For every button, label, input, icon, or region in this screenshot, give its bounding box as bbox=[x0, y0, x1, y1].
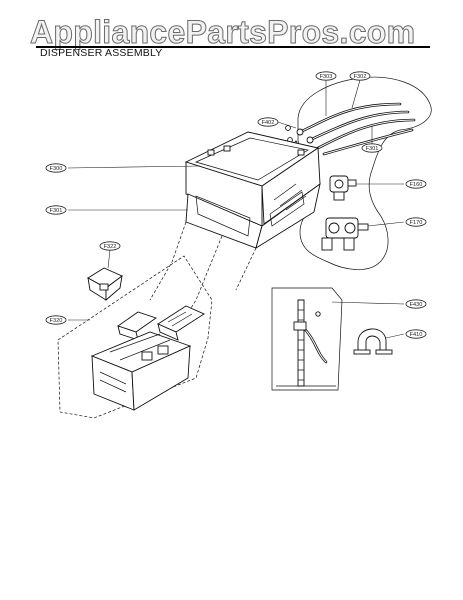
callout-f160: F160 bbox=[405, 179, 427, 189]
callout-label: F322 bbox=[104, 244, 117, 250]
callout-f322: F322 bbox=[99, 241, 121, 251]
callout-oval bbox=[405, 179, 427, 189]
callout-f301b: F301 bbox=[45, 205, 67, 215]
callout-oval bbox=[405, 329, 427, 339]
callout-f302: F302 bbox=[349, 71, 371, 81]
callout-label: F430 bbox=[410, 302, 423, 308]
title-rule bbox=[36, 46, 430, 48]
detergent-cap bbox=[87, 267, 123, 301]
callout-oval bbox=[361, 143, 383, 153]
watermark-text: AppliancePartsPros.com bbox=[29, 14, 416, 51]
callout-label: F402 bbox=[262, 120, 275, 126]
callout-label: F303 bbox=[320, 74, 333, 80]
callout-f410: F410 bbox=[405, 329, 427, 339]
callout-f402: F402 bbox=[257, 117, 279, 127]
callout-label: F301 bbox=[366, 146, 379, 152]
callout-label: F302 bbox=[354, 74, 367, 80]
callout-label: F300 bbox=[50, 166, 63, 172]
water-valve-upper bbox=[329, 175, 357, 201]
callout-oval bbox=[405, 299, 427, 309]
callout-oval bbox=[45, 315, 67, 325]
callout-oval bbox=[257, 117, 279, 127]
drain-hose-guide bbox=[293, 299, 328, 387]
callout-oval bbox=[99, 241, 121, 251]
callout-oval bbox=[405, 217, 427, 227]
dispenser-housing bbox=[184, 131, 321, 249]
callout-label: F160 bbox=[410, 182, 423, 188]
callout-label: F170 bbox=[410, 220, 423, 226]
dispenser-drawer bbox=[90, 331, 192, 411]
leader-lines bbox=[67, 79, 405, 339]
callout-f301: F301 bbox=[361, 143, 383, 153]
callout-f300: F300 bbox=[45, 163, 67, 173]
callout-label: F320 bbox=[50, 318, 63, 324]
callout-f303: F303 bbox=[315, 71, 337, 81]
callout-f320: F320 bbox=[45, 315, 67, 325]
drawer-group-outline bbox=[57, 255, 213, 419]
u-clip bbox=[353, 328, 393, 355]
drawer-inserts bbox=[117, 305, 205, 341]
callout-f170: F170 bbox=[405, 217, 427, 227]
callout-oval bbox=[45, 205, 67, 215]
callout-oval bbox=[315, 71, 337, 81]
callout-oval bbox=[45, 163, 67, 173]
drain-hose-kit-box bbox=[271, 287, 343, 391]
callout-label: F301 bbox=[50, 208, 63, 214]
callout-oval bbox=[349, 71, 371, 81]
inlet-hoses bbox=[293, 102, 416, 162]
water-valve-lower bbox=[321, 217, 369, 251]
callout-f430: F430 bbox=[405, 299, 427, 309]
callout-label: F410 bbox=[410, 332, 423, 338]
page-title: DISPENSER ASSEMBLY bbox=[40, 47, 163, 59]
